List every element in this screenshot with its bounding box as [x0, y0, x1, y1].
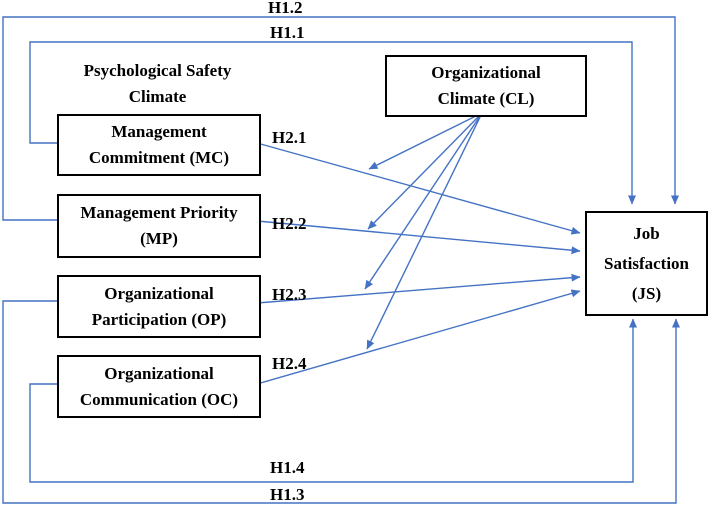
box-op-line2: Participation (OP) — [91, 309, 227, 329]
box-js-line2: Satisfaction — [604, 253, 689, 273]
box-mp-line1: Management Priority — [80, 203, 238, 222]
box-organizational-communication: Organizational Communication (OC) — [57, 355, 261, 418]
h2-2-arrow-mp-to-js — [256, 220, 581, 255]
cl-moderation-arrow-h22 — [367, 112, 483, 230]
hypothesis-label-h1-2: H1.2 — [268, 0, 303, 17]
group-label-line1: Psychological Safety — [83, 61, 232, 80]
box-mc-line2: Commitment (MC) — [88, 148, 230, 167]
hypothesis-label-h2-3: H2.3 — [272, 285, 307, 304]
h1-4-arrow-oc-to-js — [29, 318, 637, 483]
h1-3-arrow-op-to-js — [2, 300, 680, 504]
box-oc-line1: Organizational — [104, 363, 214, 383]
h1-1-arrow-mc-to-js — [29, 41, 636, 205]
box-management-commitment: Management Commitment (MC) — [57, 114, 261, 176]
cl-moderation-arrow-h24 — [366, 112, 483, 350]
box-mp-line2: (MP) — [140, 229, 178, 248]
cl-moderation-arrow-h21 — [368, 112, 483, 170]
box-op-line1: Organizational — [104, 283, 214, 303]
box-js-line1: Job — [633, 223, 660, 243]
h2-4-arrow-oc-to-js — [256, 289, 581, 385]
group-label-psychological-safety-climate: Psychological Safety Climate — [55, 58, 260, 110]
group-label-line2: Climate — [128, 87, 187, 106]
box-mc-line1: Management — [111, 122, 207, 141]
hypothesis-label-h1-4: H1.4 — [270, 458, 305, 477]
hypothesis-label-h1-3: H1.3 — [270, 485, 305, 504]
cl-moderation-arrow-h23 — [364, 112, 483, 290]
hypothesis-label-h1-1: H1.1 — [270, 23, 305, 42]
hypothesis-label-h2-4: H2.4 — [272, 354, 307, 373]
box-job-satisfaction: Job Satisfaction (JS) — [585, 211, 708, 316]
box-organizational-climate: Organizational Climate (CL) — [385, 55, 587, 117]
hypothesis-label-h2-2: H2.2 — [272, 214, 307, 233]
box-management-priority: Management Priority (MP) — [57, 194, 261, 258]
box-cl-line1: Organizational — [431, 63, 541, 82]
h2-3-arrow-op-to-js — [256, 273, 581, 304]
box-js-line3: (JS) — [631, 283, 662, 303]
h2-1-arrow-mc-to-js — [256, 142, 581, 235]
box-organizational-participation: Organizational Participation (OP) — [57, 275, 261, 338]
hypothesis-label-h2-1: H2.1 — [272, 128, 307, 147]
h1-2-arrow-mp-to-js — [2, 16, 679, 221]
box-cl-line2: Climate (CL) — [437, 89, 535, 108]
box-oc-line2: Communication (OC) — [79, 389, 239, 409]
